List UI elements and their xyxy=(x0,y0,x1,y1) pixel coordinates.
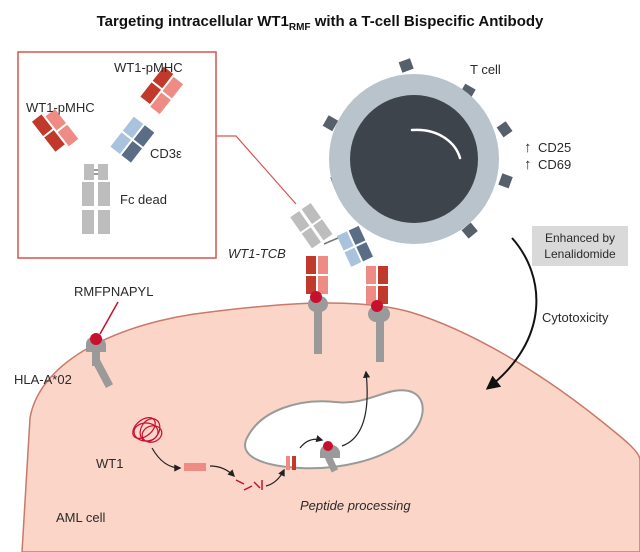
wt1-protein xyxy=(132,417,163,443)
cd25-label: CD25 xyxy=(538,140,571,155)
export-arrow xyxy=(341,370,371,447)
processing-arrow-2 xyxy=(209,465,236,478)
cytotoxicity-label: Cytotoxicity xyxy=(542,310,609,325)
up-arrow-icon: ↑ xyxy=(524,139,532,156)
endosome-vesicle xyxy=(244,389,424,470)
peptide-processing-label: Peptide processing xyxy=(300,498,411,513)
wt1-tcb-antibody xyxy=(290,202,388,304)
up-arrow-icon: ↑ xyxy=(524,156,532,173)
processing-arrow-3 xyxy=(265,468,285,487)
peptide-pointer-line xyxy=(99,301,119,335)
wt1-label: WT1 xyxy=(96,456,123,471)
peptide-fragments xyxy=(235,479,263,491)
cd69-label: CD69 xyxy=(538,157,571,172)
inset-cd3e-label: CD3ε xyxy=(150,146,182,161)
inset-wt1-pmhc-left-label: WT1-pMHC xyxy=(26,100,95,115)
peptide-fragments-vesicle xyxy=(286,456,296,470)
rmfpnapyl-label: RMFPNAPYL xyxy=(74,284,153,299)
t-cell-receptors xyxy=(322,58,513,239)
figure-title: Targeting intracellular WT1RMF with a T-… xyxy=(97,13,544,33)
hla-a02-label: HLA-A*02 xyxy=(14,372,72,387)
inset-wt1-pmhc-top-label: WT1-pMHC xyxy=(114,60,183,75)
enhanced-by-lenalidomide-box: Enhanced by Lenalidomide xyxy=(532,226,628,266)
processing-arrow-1 xyxy=(151,447,182,472)
inset-fc-dead-label: Fc dead xyxy=(120,192,167,207)
hla-loading-molecule xyxy=(320,441,340,473)
cytotoxicity-arrow xyxy=(485,237,538,390)
t-cell-nucleus xyxy=(350,95,478,223)
nucleus-highlight xyxy=(410,128,462,160)
enhanced-label-line2: Lenalidomide xyxy=(544,247,616,261)
hla-a02-molecule xyxy=(86,333,114,389)
hla-molecule-tcb-left xyxy=(308,291,328,354)
wt1-fragment xyxy=(184,463,206,471)
antibody-inset-box xyxy=(17,51,217,259)
hla-molecule-tcb-right xyxy=(368,300,390,362)
t-cell xyxy=(322,58,513,244)
enhanced-label-line1: Enhanced by xyxy=(545,231,615,245)
inset-connector-line xyxy=(216,135,297,205)
t-cell-label: T cell xyxy=(470,62,501,77)
processing-arrow-4 xyxy=(299,435,324,449)
inset-antibody-schematic xyxy=(31,66,184,234)
wt1-tcb-label: WT1-TCB xyxy=(228,246,286,261)
aml-cell-label: AML cell xyxy=(56,510,105,525)
